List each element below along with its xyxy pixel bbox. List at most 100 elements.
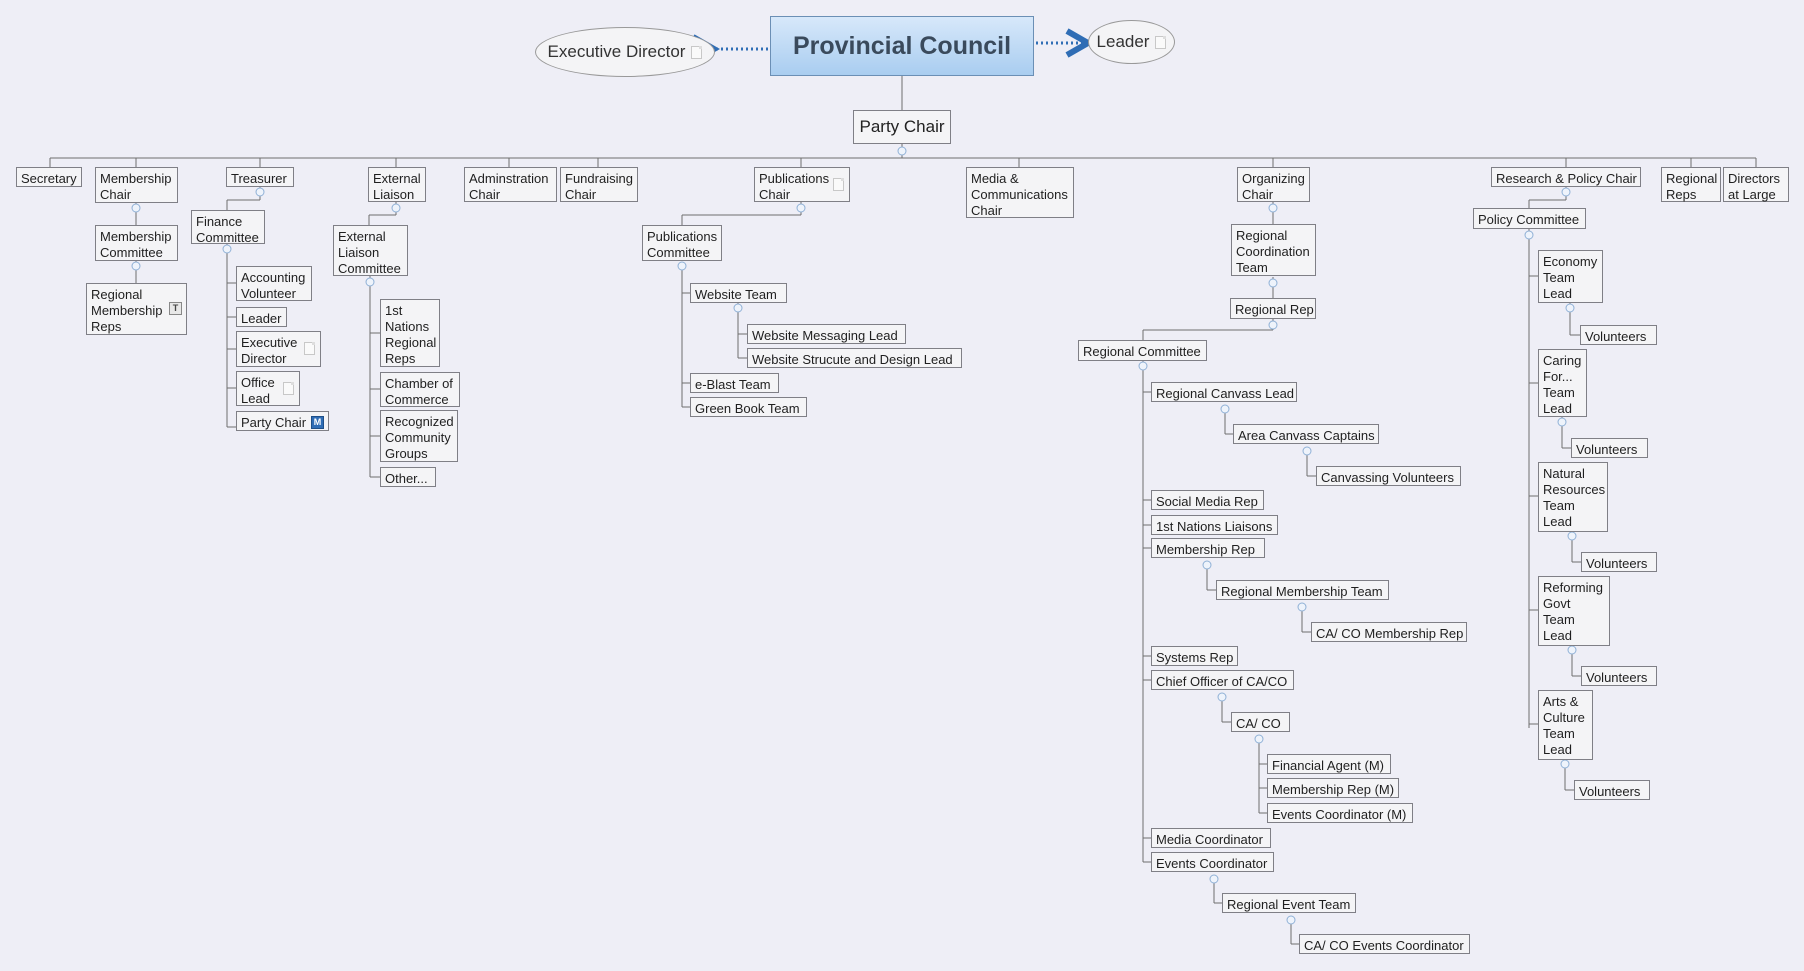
topic-caco[interactable]: CA/ CO — [1231, 712, 1290, 732]
topic-treasurer[interactable]: Treasurer — [226, 167, 294, 187]
topic-research-policy-chair[interactable]: Research & Policy Chair — [1491, 167, 1641, 187]
topic-directors-at-large[interactable]: Directors at Large — [1723, 167, 1789, 202]
topic-first-nations-reps[interactable]: 1st Nations Regional Reps — [380, 299, 440, 367]
topic-regional-coordination-team[interactable]: Regional Coordination Team — [1231, 224, 1316, 276]
topic-publications-chair[interactable]: Publications Chair — [754, 167, 850, 202]
floating-topic-leader[interactable]: Leader — [1088, 20, 1175, 64]
topic-label: Website Strucute and Design Lead — [752, 352, 953, 367]
topic-regional-membership-team[interactable]: Regional Membership Team — [1216, 580, 1389, 600]
topic-administration-chair[interactable]: Adminstration Chair — [464, 167, 557, 202]
topic-vol5[interactable]: Volunteers — [1574, 780, 1650, 800]
topic-label: Membership Rep — [1156, 542, 1255, 557]
party-chair-topic[interactable]: Party Chair — [853, 110, 951, 144]
topic-label: Volunteers — [1586, 670, 1648, 685]
topic-accounting-volunteer[interactable]: Accounting Volunteer — [236, 266, 312, 301]
topic-label: Website Team — [695, 287, 777, 302]
topic-label: Fundraising Chair — [565, 171, 633, 202]
topic-green-book-team[interactable]: Green Book Team — [690, 397, 807, 417]
topic-label: Natural Resources Team Lead — [1543, 466, 1606, 529]
topic-label: Social Media Rep — [1156, 494, 1258, 509]
topic-external-liaison[interactable]: External Liaison — [368, 167, 426, 202]
topic-caring-lead[interactable]: Caring For... Team Lead — [1538, 349, 1587, 417]
topic-label: Media & Communications Chair — [971, 171, 1068, 218]
topic-vol1[interactable]: Volunteers — [1580, 325, 1657, 345]
topic-first-nations-liaisons[interactable]: 1st Nations Liaisons — [1151, 515, 1278, 535]
topic-external-liaison-committee[interactable]: External Liaison Committee — [333, 225, 408, 276]
topic-natural-resources-lead[interactable]: Natural Resources Team Lead — [1538, 462, 1608, 532]
topic-caco-events-coordinator[interactable]: CA/ CO Events Coordinator — [1299, 934, 1470, 954]
topic-fundraising-chair[interactable]: Fundraising Chair — [560, 167, 638, 202]
topic-label: Volunteers — [1585, 329, 1647, 344]
topic-regional-reps[interactable]: Regional Reps — [1661, 167, 1721, 202]
topic-financial-agent[interactable]: Financial Agent (M) — [1267, 754, 1391, 774]
topic-reforming-govt-lead[interactable]: Reforming Govt Team Lead — [1538, 576, 1610, 646]
topic-label: Regional Rep — [1235, 302, 1314, 317]
topic-label: Organizing Chair — [1242, 171, 1305, 202]
floating-topic-executive-director[interactable]: Executive Director — [535, 27, 715, 77]
topic-media-comms-chair[interactable]: Media & Communications Chair — [966, 167, 1074, 218]
topic-label: Events Coordinator — [1156, 856, 1268, 871]
topic-chamber-of-commerce[interactable]: Chamber of Commerce — [380, 372, 460, 407]
topic-vol2[interactable]: Volunteers — [1571, 438, 1648, 458]
topic-media-coordinator[interactable]: Media Coordinator — [1151, 828, 1271, 848]
topic-website-messaging-lead[interactable]: Website Messaging Lead — [747, 324, 906, 344]
root-topic[interactable]: Provincial Council — [770, 16, 1034, 76]
topic-systems-rep[interactable]: Systems Rep — [1151, 646, 1238, 666]
topic-regional-event-team[interactable]: Regional Event Team — [1222, 893, 1356, 913]
topic-label: Volunteers — [1579, 784, 1641, 799]
topic-label: Green Book Team — [695, 401, 800, 416]
topic-office-lead[interactable]: Office Lead — [236, 371, 300, 406]
topic-label: Regional Canvass Lead — [1156, 386, 1295, 401]
topic-membership-rep-m[interactable]: Membership Rep (M) — [1267, 778, 1399, 798]
topic-regional-canvass-lead[interactable]: Regional Canvass Lead — [1151, 382, 1297, 402]
topic-label: Area Canvass Captains — [1238, 428, 1375, 443]
topic-website-structure-lead[interactable]: Website Strucute and Design Lead — [747, 348, 962, 368]
topic-membership-chair[interactable]: Membership Chair — [95, 167, 178, 203]
topic-regional-rep[interactable]: Regional Rep — [1230, 298, 1316, 319]
topic-fin-leader[interactable]: Leader — [236, 307, 287, 327]
topic-vol4[interactable]: Volunteers — [1581, 666, 1657, 686]
topic-vol3[interactable]: Volunteers — [1581, 552, 1657, 572]
topic-label: Membership Rep (M) — [1272, 782, 1395, 797]
topic-eblast-team[interactable]: e-Blast Team — [690, 373, 779, 393]
topic-finance-committee[interactable]: Finance Committee — [191, 210, 265, 245]
topic-label: Treasurer — [231, 171, 287, 186]
topic-label: Financial Agent (M) — [1272, 758, 1384, 773]
topic-social-media-rep[interactable]: Social Media Rep — [1151, 490, 1264, 510]
topic-chief-officer[interactable]: Chief Officer of CA/CO — [1151, 670, 1294, 690]
topic-label: Arts & Culture Team Lead — [1543, 694, 1585, 757]
topic-label: Other... — [385, 471, 428, 486]
topic-fin-exec-director[interactable]: Executive Director — [236, 331, 321, 367]
topic-website-team[interactable]: Website Team — [690, 283, 787, 303]
topic-publications-committee[interactable]: Publications Committee — [642, 225, 722, 261]
topic-policy-committee[interactable]: Policy Committee — [1473, 208, 1586, 229]
topic-caco-membership-rep[interactable]: CA/ CO Membership Rep — [1311, 622, 1467, 642]
document-icon — [304, 342, 315, 355]
topic-label: Recognized Community Groups — [385, 414, 454, 461]
topic-organizing-chair[interactable]: Organizing Chair — [1237, 167, 1310, 202]
map-badge-icon: M — [311, 416, 324, 429]
topic-label: Membership Committee — [100, 229, 172, 260]
topic-canvassing-volunteers[interactable]: Canvassing Volunteers — [1316, 466, 1461, 486]
topic-membership-rep[interactable]: Membership Rep — [1151, 538, 1265, 558]
topic-secretary[interactable]: Secretary — [16, 167, 82, 187]
topic-events-coordinator[interactable]: Events Coordinator — [1151, 852, 1274, 872]
topic-economy-lead[interactable]: Economy Team Lead — [1538, 250, 1603, 303]
document-icon — [833, 178, 844, 191]
topic-label: Publications Chair — [759, 171, 830, 202]
topic-label: Regional Reps — [1666, 171, 1718, 202]
topic-arts-culture-lead[interactable]: Arts & Culture Team Lead — [1538, 690, 1593, 760]
topic-regional-committee[interactable]: Regional Committee — [1078, 340, 1207, 361]
topic-events-coordinator-m[interactable]: Events Coordinator (M) — [1267, 803, 1413, 823]
topic-area-canvass-captains[interactable]: Area Canvass Captains — [1233, 424, 1379, 444]
topic-label: Media Coordinator — [1156, 832, 1263, 847]
topic-label: 1st Nations Liaisons — [1156, 519, 1273, 534]
topic-other[interactable]: Other... — [380, 467, 436, 487]
topic-label: Volunteers — [1576, 442, 1638, 457]
topic-membership-committee[interactable]: Membership Committee — [95, 225, 178, 261]
topic-label: Volunteers — [1586, 556, 1648, 571]
topic-label: Economy Team Lead — [1543, 254, 1598, 301]
topic-recognized-groups[interactable]: Recognized Community Groups — [380, 410, 458, 462]
